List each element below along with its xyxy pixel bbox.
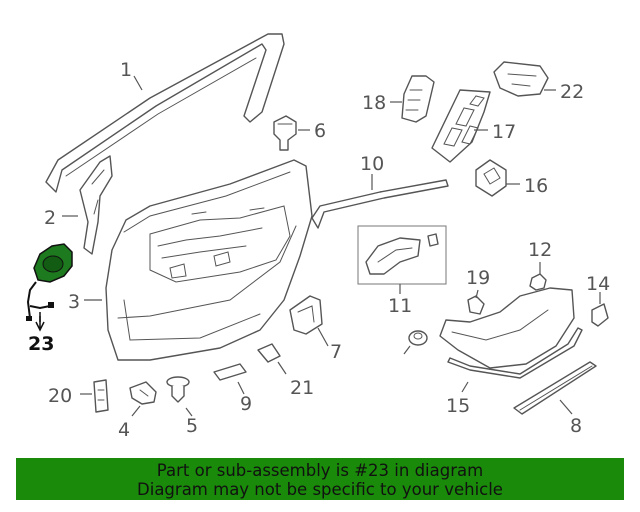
part-12-clip: [529, 273, 547, 291]
part-2-trim-strip: [79, 155, 113, 255]
leader-13: [403, 345, 411, 355]
callout-7: 7: [330, 341, 342, 363]
leader-5: [185, 407, 193, 417]
part-21-bracket: [257, 343, 281, 363]
callout-10: 10: [360, 153, 384, 175]
leader-8: [559, 399, 573, 415]
part-1-window-molding: [45, 33, 285, 193]
callout-20: 20: [48, 385, 72, 407]
leader-7: [317, 327, 329, 347]
info-banner: Part or sub-assembly is #23 in diagram D…: [16, 458, 624, 500]
part-4-bracket: [129, 381, 157, 405]
part-15-armrest-trim: [439, 287, 583, 379]
leader-21: [277, 361, 287, 375]
part-16-switch: [475, 159, 507, 197]
leader-4: [131, 405, 141, 417]
callout-5: 5: [186, 415, 198, 437]
part-9-trim-piece: [213, 363, 247, 381]
parts-diagram: 1 2 3 4 5 6 7: [26, 33, 610, 441]
part-6-clip: [273, 115, 297, 151]
part-10-belt-molding: [311, 179, 449, 229]
leader-19: [475, 289, 479, 299]
leader-1: [133, 75, 143, 91]
part-8-lower-molding: [513, 361, 597, 415]
callout-6: 6: [314, 120, 326, 142]
part-23-speaker-highlighted: [26, 243, 73, 322]
banner-line-1: Part or sub-assembly is #23 in diagram: [156, 461, 484, 480]
part-20-switch: [93, 379, 109, 413]
leader-9: [237, 381, 245, 395]
callout-21: 21: [290, 377, 314, 399]
part-14-clip-bracket: [591, 303, 609, 327]
callout-4: 4: [118, 419, 130, 441]
part-19-clip: [467, 295, 485, 315]
callout-22: 22: [560, 81, 584, 103]
part-18-seat-switch: [401, 75, 435, 123]
part-5-clip: [166, 376, 190, 403]
callout-23: 23: [28, 333, 54, 355]
part-11-inner-handle: [357, 225, 447, 285]
callout-16: 16: [524, 175, 548, 197]
callout-11: 11: [388, 295, 412, 317]
banner-line-2: Diagram may not be specific to your vehi…: [137, 480, 503, 499]
callout-19: 19: [466, 267, 490, 289]
callout-8: 8: [570, 415, 582, 437]
callout-3: 3: [68, 291, 80, 313]
callout-15: 15: [446, 395, 470, 417]
callout-2: 2: [44, 207, 56, 229]
callout-17: 17: [492, 121, 516, 143]
callout-1: 1: [120, 59, 132, 81]
part-7-bracket: [289, 295, 323, 335]
part-13-grommet: [408, 330, 428, 346]
leader-15: [461, 381, 469, 393]
callout-12: 12: [528, 239, 552, 261]
leader-23: [35, 316, 45, 332]
callout-9: 9: [240, 393, 252, 415]
callout-18: 18: [362, 92, 386, 114]
part-22-bracket: [493, 61, 549, 97]
part-3-door-trim-panel: [105, 159, 313, 361]
part-17-window-switch-panel: [431, 89, 491, 163]
callout-14: 14: [586, 273, 610, 295]
